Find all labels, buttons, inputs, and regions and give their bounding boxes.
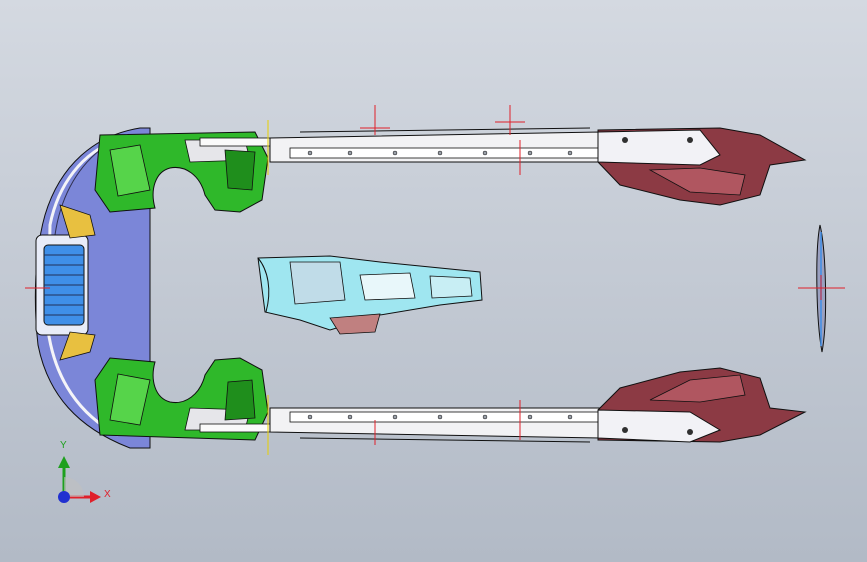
axis-triad: [58, 456, 101, 503]
rear-quarter-left[interactable]: [597, 127, 807, 206]
rocker-sill-right[interactable]: [269, 407, 616, 443]
front-wheel-arch-left[interactable]: [94, 131, 276, 213]
center-tunnel[interactable]: [257, 255, 483, 335]
z-axis-dot: [58, 491, 70, 503]
x-axis-label: X: [104, 489, 111, 500]
y-axis-label: Y: [60, 440, 67, 451]
reference-markers: [25, 105, 845, 445]
rocker-sill-left[interactable]: [269, 127, 616, 163]
front-wheel-arch-right[interactable]: [94, 357, 276, 441]
rear-quarter-right[interactable]: [597, 367, 807, 443]
